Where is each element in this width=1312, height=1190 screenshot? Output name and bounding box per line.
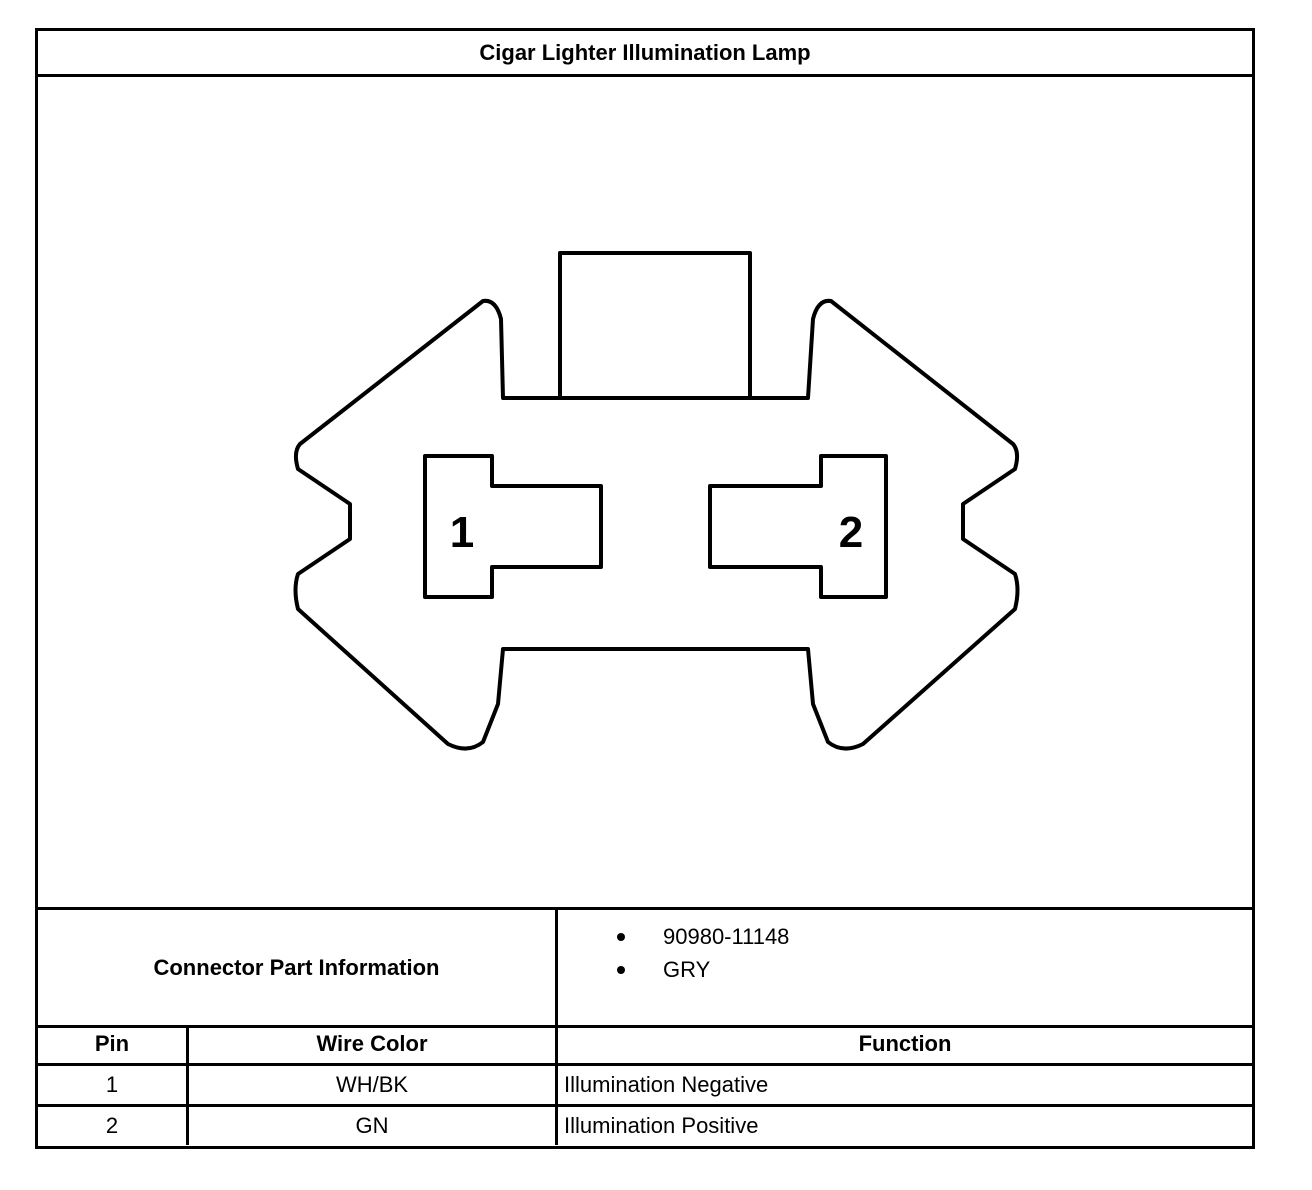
wire-color-cell: WH/BK xyxy=(187,1064,558,1107)
header-function: Function xyxy=(556,1025,1252,1066)
header-pin: Pin xyxy=(38,1025,189,1066)
pin-1-label: 1 xyxy=(450,508,474,557)
wire-color-cell: GN xyxy=(187,1105,558,1145)
pinout-table: Pin Wire Color Function 1 WH/BK Illumina… xyxy=(38,1025,1252,1145)
bullet-icon xyxy=(617,965,625,974)
list-item: GRY xyxy=(558,953,789,986)
connector-face-drawing: 1 2 xyxy=(293,251,1020,751)
connector-sheet: Cigar Lighter Illumination Lamp 1 2 Conn… xyxy=(35,28,1255,1149)
pin-cell: 1 xyxy=(38,1064,189,1107)
lock-tab xyxy=(558,251,752,398)
list-item: 90980-11148 xyxy=(558,920,789,953)
function-cell: Illumination Negative xyxy=(556,1064,1252,1107)
pin-cell: 2 xyxy=(38,1105,189,1145)
connector-diagram: 1 2 xyxy=(38,74,1252,910)
part-number: 90980-11148 xyxy=(663,923,790,949)
function-cell: Illumination Positive xyxy=(564,1113,759,1138)
connector-color: GRY xyxy=(663,956,711,982)
bullet-icon xyxy=(617,932,625,941)
table-header-row: Pin Wire Color Function xyxy=(38,1025,1252,1066)
pin-2-label: 2 xyxy=(839,508,863,557)
connector-info-list: 90980-11148 GRY xyxy=(558,920,789,986)
table-row: 1 WH/BK Illumination Negative xyxy=(38,1064,1252,1107)
table-row: 2 GN Illumination Positive xyxy=(38,1105,1252,1145)
pin-2-cavity xyxy=(708,454,888,599)
connector-info-label: Connector Part Information xyxy=(38,910,558,1025)
connector-info-row: Connector Part Information 90980-11148 G… xyxy=(38,910,1252,1028)
page-title: Cigar Lighter Illumination Lamp xyxy=(38,31,1252,77)
header-wire-color: Wire Color xyxy=(187,1025,558,1066)
pin-1-cavity xyxy=(423,454,603,599)
connector-body-outline xyxy=(293,298,1020,751)
